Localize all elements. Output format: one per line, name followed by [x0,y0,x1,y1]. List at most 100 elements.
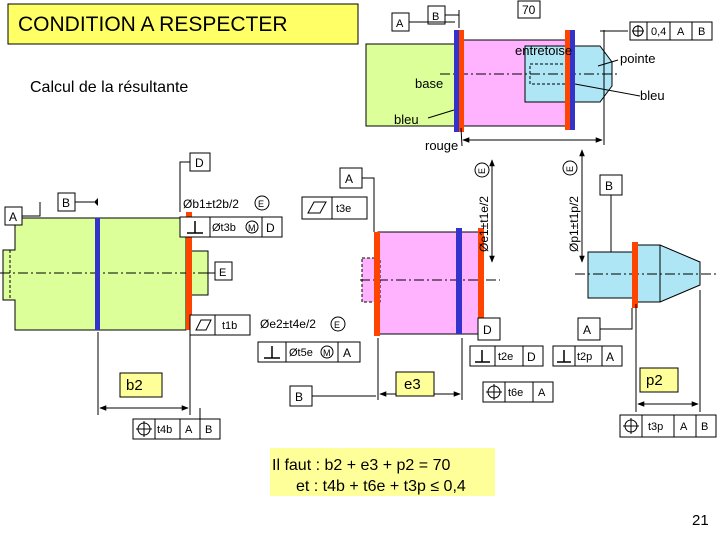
svg-text:t2e: t2e [498,351,513,363]
mmc-icon [320,345,334,359]
svg-text:t6e: t6e [508,387,523,399]
spacer-dia-e1: Øe1±t1e/2 [477,196,491,252]
svg-text:B: B [698,26,705,38]
svg-text:p2: p2 [646,372,663,389]
svg-text:B: B [295,390,303,404]
assembly-surface-blue-1 [454,30,459,132]
svg-text:A: A [538,387,546,399]
base-dia-b1: Øb1±t2b/2 [183,197,239,211]
tip-surface-red [632,242,638,308]
svg-text:B: B [205,424,212,436]
label-rouge: rouge [425,138,458,153]
spacer-surface-blue [456,228,462,334]
svg-text:t2p: t2p [577,351,592,363]
svg-text:A: A [345,172,353,186]
assembly-position-frame: 0,4 A B [600,21,713,41]
svg-text:E: E [565,166,575,172]
svg-text:0,4: 0,4 [651,26,666,38]
condition-line-1: Il faut : b2 + e3 + p2 = 70 [272,457,450,474]
label-entretoise: entretoise [515,43,572,58]
base-surface-red [186,212,192,330]
svg-text:Øt3b: Øt3b [212,222,236,234]
dim-70-label: 70 [522,3,536,17]
svg-text:B: B [62,196,70,210]
spacer-dia-e2: Øe2±t4e/2 [260,317,316,331]
dim-p2-box [639,367,679,393]
svg-text:Øt5e: Øt5e [289,347,313,359]
svg-text:t3e: t3e [336,203,351,215]
svg-text:D: D [527,350,536,364]
svg-text:M: M [248,223,256,233]
base-datum-e [214,261,233,281]
svg-text:E: E [219,267,226,279]
assembly-diagram: 70 A B 0,4 A B entretoise pointe base bl… [365,0,713,153]
spacer-flatness-frame: t3e [301,196,368,220]
condition-box: Il faut : b2 + e3 + p2 = 70 et : t4b + t… [270,448,495,496]
svg-text:D: D [483,323,492,337]
base-flatness-frame: t1b [189,314,251,336]
svg-text:A: A [9,210,17,224]
dim-70-box [517,0,541,19]
label-base: base [415,76,443,91]
base-perp-frame: Øt3b M D [179,216,283,238]
svg-text:A: A [343,346,351,360]
svg-text:B: B [605,179,613,193]
assembly-surface-red-1 [459,30,464,132]
dim-b2-box [119,372,163,398]
dim-e3-box [395,371,435,397]
svg-text:A: A [677,26,685,38]
svg-text:b2: b2 [126,377,143,394]
base-surface-blue [95,218,100,330]
tip-part: Øp1±t1p/2 E B A t2p A p2 [552,149,718,438]
envelope-icon [254,195,270,211]
flatness-icon [195,319,212,331]
tip-perp-frame: t2p A [552,345,623,367]
envelope-icon [330,316,346,332]
flatness-icon [307,201,327,214]
slide-title: CONDITION A RESPECTER [18,13,288,36]
svg-text:A: A [583,323,591,337]
svg-text:E: E [258,199,264,209]
svg-text:A: A [396,18,404,30]
svg-text:M: M [323,348,331,358]
svg-text:A: A [680,421,688,433]
svg-text:B: B [701,421,708,433]
spacer-surface-red-1 [374,232,380,336]
condition-line-2: et : t4b + t6e + t3p ≤ 0,4 [296,478,466,495]
tip-shank [587,251,637,299]
svg-text:A: A [185,424,193,436]
tip-position-frame: t3p A B [619,414,717,438]
spacer-part: A t3e Øe1±t1e/2 E Øe2±t4e/2 E Øt5e M A [257,159,554,407]
svg-text:e3: e3 [404,376,421,393]
svg-text:A: A [606,350,614,364]
svg-text:t4b: t4b [157,424,172,436]
title-box: CONDITION A RESPECTER [7,3,359,45]
spacer-datum-d [477,317,501,341]
label-bleu-right: bleu [640,88,665,103]
label-bleu-center: bleu [394,112,419,127]
label-pointe: pointe [620,51,655,66]
base-position-frame: t4b A B [132,418,221,440]
envelope-icon [562,160,578,176]
spacer-surface-red-2 [478,228,484,336]
spacer-perp-frame: Øt5e M A [257,341,361,363]
assembly-surface-blue-2 [570,30,575,130]
base-part: A B D Øb1±t2b/2 E Øt3b M D E [0,152,283,440]
assembly-base [365,43,457,127]
svg-text:t1b: t1b [222,320,237,332]
slide-subtitle: Calcul de la résultante [30,79,188,96]
svg-text:E: E [477,168,487,174]
svg-text:E: E [334,320,340,330]
svg-text:D: D [195,156,204,170]
base-body [97,217,187,331]
svg-text:t3p: t3p [648,421,663,433]
page-number: 21 [692,512,709,529]
mmc-icon [245,220,259,234]
envelope-icon [474,162,490,178]
spacer-position-frame: t6e A [482,381,554,403]
svg-text:D: D [266,221,275,235]
assembly-surface-red-2 [565,30,570,130]
tip-dia-p1: Øp1±t1p/2 [567,196,581,252]
spacer-body [377,231,481,335]
